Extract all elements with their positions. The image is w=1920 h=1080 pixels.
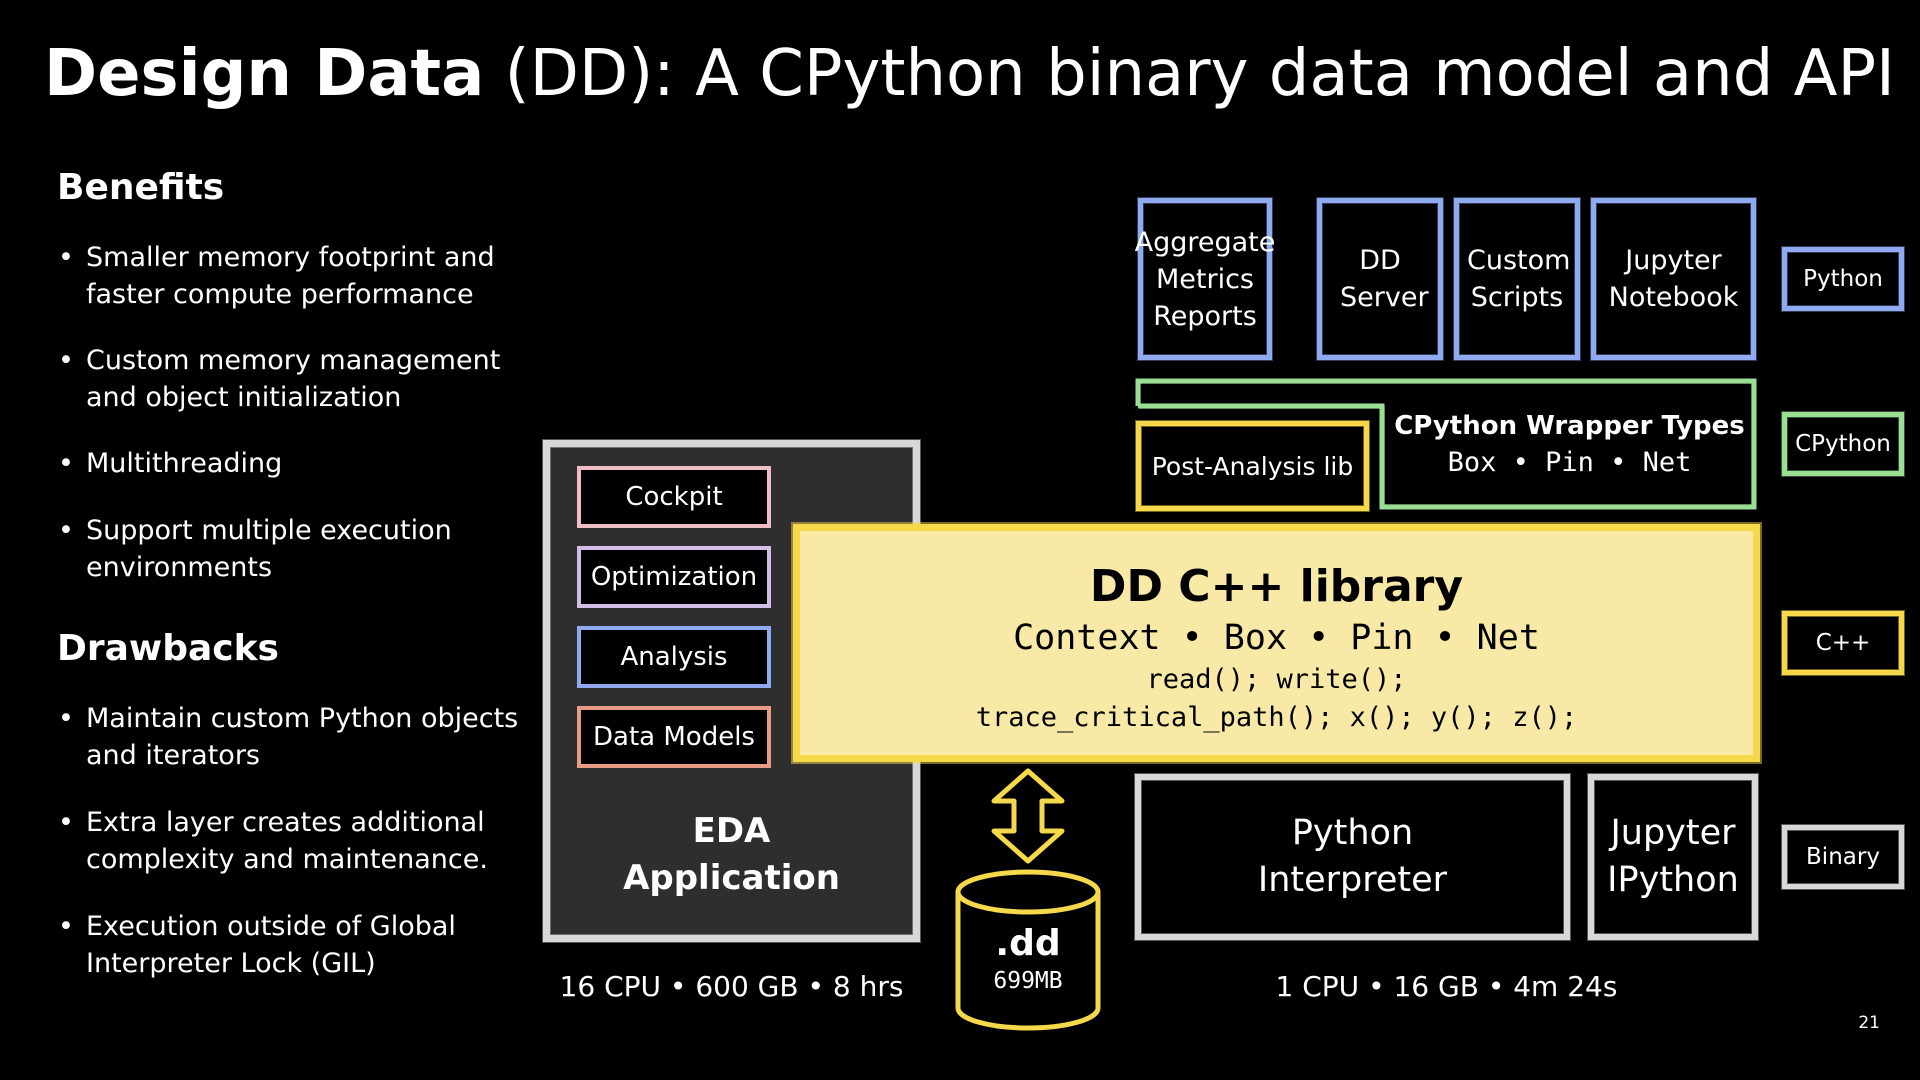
layer-label-cpython: CPython [1782, 412, 1904, 476]
title-bold: Design Data [44, 37, 485, 111]
benefit-item: Support multiple execution environments [57, 512, 526, 586]
drawback-item: Maintain custom Python objects and itera… [57, 700, 526, 774]
drawback-item: Execution outside of Global Interpreter … [57, 908, 526, 982]
layer-label-python: Python [1782, 247, 1904, 311]
benefit-item: Smaller memory footprint and faster comp… [57, 239, 526, 313]
page-number: 21 [1858, 1013, 1880, 1033]
slide-title: Design Data (DD): A CPython binary data … [44, 36, 1895, 112]
runtime-stats: 1 CPU • 16 GB • 4m 24s [1275, 970, 1618, 1003]
drawback-item: Extra layer creates additional complexit… [57, 804, 526, 878]
cpp-library-methods-2: trace_critical_path(); x(); y(); z(); [975, 702, 1578, 733]
cpp-library-classes: Context • Box • Pin • Net [1013, 618, 1540, 658]
benefits-heading: Benefits [57, 167, 225, 208]
benefit-item: Custom memory management and object init… [57, 342, 526, 416]
eda-label-line1: EDA [692, 811, 771, 851]
dd-file-ext: .dd [995, 923, 1061, 964]
jupyter-ipython-box: Jupyter IPython [1588, 774, 1758, 940]
layer-label-cpp: C++ [1782, 611, 1904, 675]
cpp-library-methods-1: read(); write(); [1146, 664, 1407, 695]
python-interpreter-label: Python Interpreter [1257, 813, 1448, 900]
dd-server-box: DD Server [1317, 198, 1443, 360]
cpython-wrapper-types: Box • Pin • Net [1447, 447, 1692, 478]
aggregate-metrics-reports-box: Aggregate Metrics Reports [1135, 198, 1275, 360]
dd-file-cylinder-icon [955, 869, 1101, 1031]
cpython-wrapper-text: CPython Wrapper Types Box • Pin • Net [1382, 408, 1757, 482]
jupyter-ipython-label: Jupyter IPython [1607, 813, 1739, 900]
eda-label-line2: Application [623, 858, 840, 898]
eda-item-optimization: Optimization [577, 546, 771, 608]
eda-application-label: EDA Application [543, 808, 920, 902]
eda-item-cockpit: Cockpit [577, 466, 771, 528]
benefits-list: Smaller memory footprint and faster comp… [57, 239, 526, 615]
eda-item-data-models: Data Models [577, 706, 771, 768]
dd-cpp-library-box: DD C++ library Context • Box • Pin • Net… [793, 524, 1760, 762]
jupyter-notebook-box: Jupyter Notebook [1591, 198, 1756, 360]
dd-file-label: .dd 699MB [953, 922, 1103, 996]
cpython-wrapper-outline [1135, 378, 1757, 510]
title-rest: (DD): A CPython binary data model and AP… [484, 37, 1895, 111]
python-interpreter-box: Python Interpreter [1135, 774, 1570, 940]
custom-scripts-box: Custom Scripts [1454, 198, 1580, 360]
post-analysis-lib-box: Post-Analysis lib [1136, 421, 1369, 511]
jupyter-notebook-label: Jupyter Notebook [1608, 245, 1739, 313]
drawbacks-list: Maintain custom Python objects and itera… [57, 700, 526, 1011]
double-arrow-icon [991, 768, 1065, 864]
eda-item-analysis: Analysis [577, 626, 771, 688]
drawbacks-heading: Drawbacks [57, 628, 279, 669]
layer-label-binary: Binary [1782, 825, 1904, 889]
cpython-wrapper-title: CPython Wrapper Types [1394, 411, 1745, 441]
dd-file-size: 699MB [993, 968, 1063, 994]
dd-server-label: DD Server [1340, 245, 1429, 313]
eda-stats: 16 CPU • 600 GB • 8 hrs [559, 970, 904, 1003]
benefit-item: Multithreading [57, 445, 526, 482]
cpp-library-title: DD C++ library [1089, 561, 1464, 612]
custom-scripts-label: Custom Scripts [1467, 245, 1571, 313]
cpython-wrapper-box [1135, 378, 1757, 510]
